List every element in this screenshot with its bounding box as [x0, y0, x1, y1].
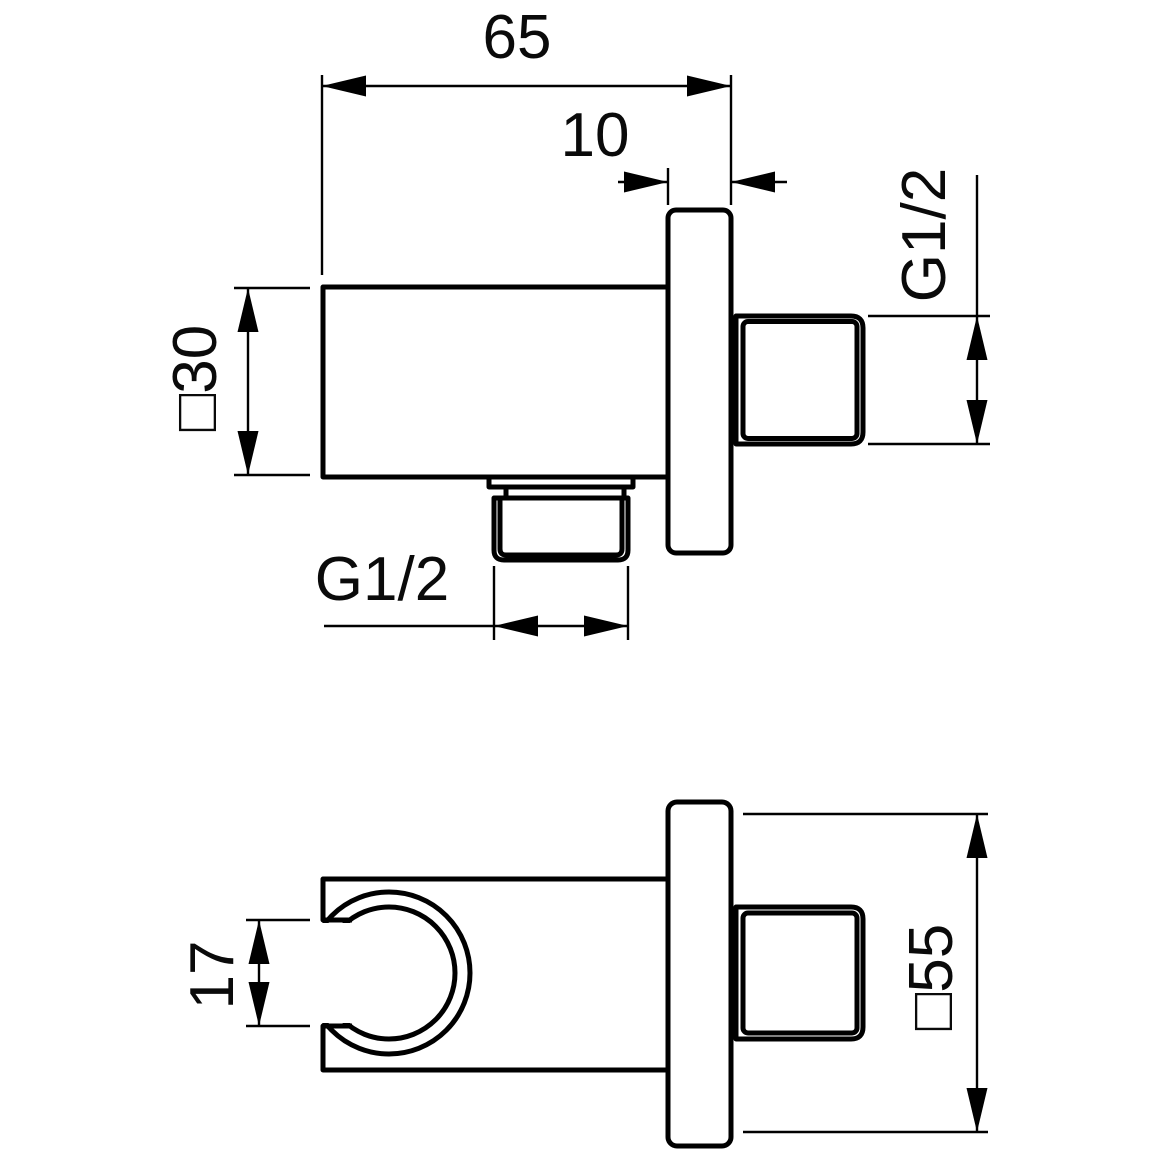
wall-nipple-outer	[733, 313, 866, 447]
outlet-nut-inner	[497, 498, 625, 558]
dimension-label-body-square: □30	[161, 324, 230, 432]
holder-slot-gap	[293, 923, 352, 1023]
bottom-view-dimensions	[246, 812, 988, 1134]
wall-plate-bottom	[665, 799, 734, 1149]
wall-plate-side	[665, 207, 734, 556]
wall-nipple-inner	[740, 319, 860, 441]
dimension-label-overall-depth: 65	[482, 3, 552, 72]
top-view-dimensions	[234, 75, 990, 640]
top-view-outline	[320, 207, 866, 563]
body-outline	[320, 284, 671, 480]
bottom-view-outline	[293, 799, 866, 1149]
dimension-label-slot-width: 17	[178, 940, 247, 1010]
outlet-nut-outer	[491, 495, 631, 563]
dimension-label-plate-square: □55	[897, 923, 966, 1031]
dimension-label-plate-thickness: 10	[560, 101, 630, 170]
wall-nipple-inner-bottom	[740, 910, 860, 1036]
dimension-label-outlet-thread: G1/2	[314, 545, 450, 614]
dimension-label-wall-thread: G1/2	[890, 167, 959, 303]
wall-nipple-outer-bottom	[733, 904, 866, 1042]
